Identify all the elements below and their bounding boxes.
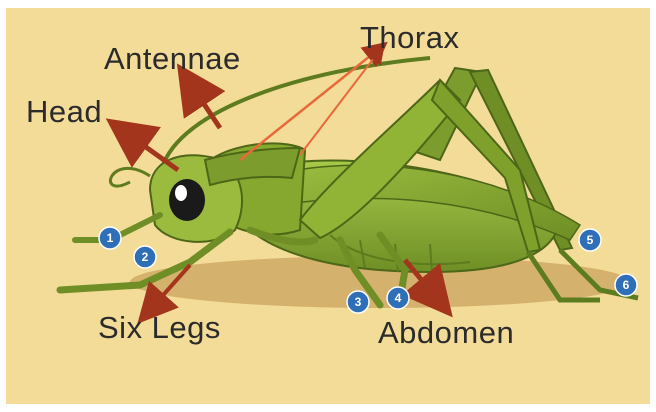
label-head: Head	[26, 96, 102, 127]
leg-marker-1-text: 1	[107, 231, 114, 245]
leg-marker-1: 1	[99, 227, 121, 249]
leg-marker-3: 3	[347, 291, 369, 313]
label-antennae: Antennae	[104, 43, 241, 74]
label-thorax: Thorax	[360, 22, 459, 53]
leg-marker-5-text: 5	[587, 233, 594, 247]
compound-eye	[169, 179, 205, 221]
leg-marker-4: 4	[387, 287, 409, 309]
leg-marker-6: 6	[615, 274, 637, 296]
label-six-legs: Six Legs	[98, 312, 221, 343]
leg-marker-3-text: 3	[355, 295, 362, 309]
leg-marker-4-text: 4	[395, 291, 402, 305]
label-abdomen: Abdomen	[378, 317, 514, 348]
leg-marker-6-text: 6	[623, 278, 630, 292]
leg-marker-5: 5	[579, 229, 601, 251]
leg-marker-2: 2	[134, 246, 156, 268]
leg-marker-2-text: 2	[142, 250, 149, 264]
